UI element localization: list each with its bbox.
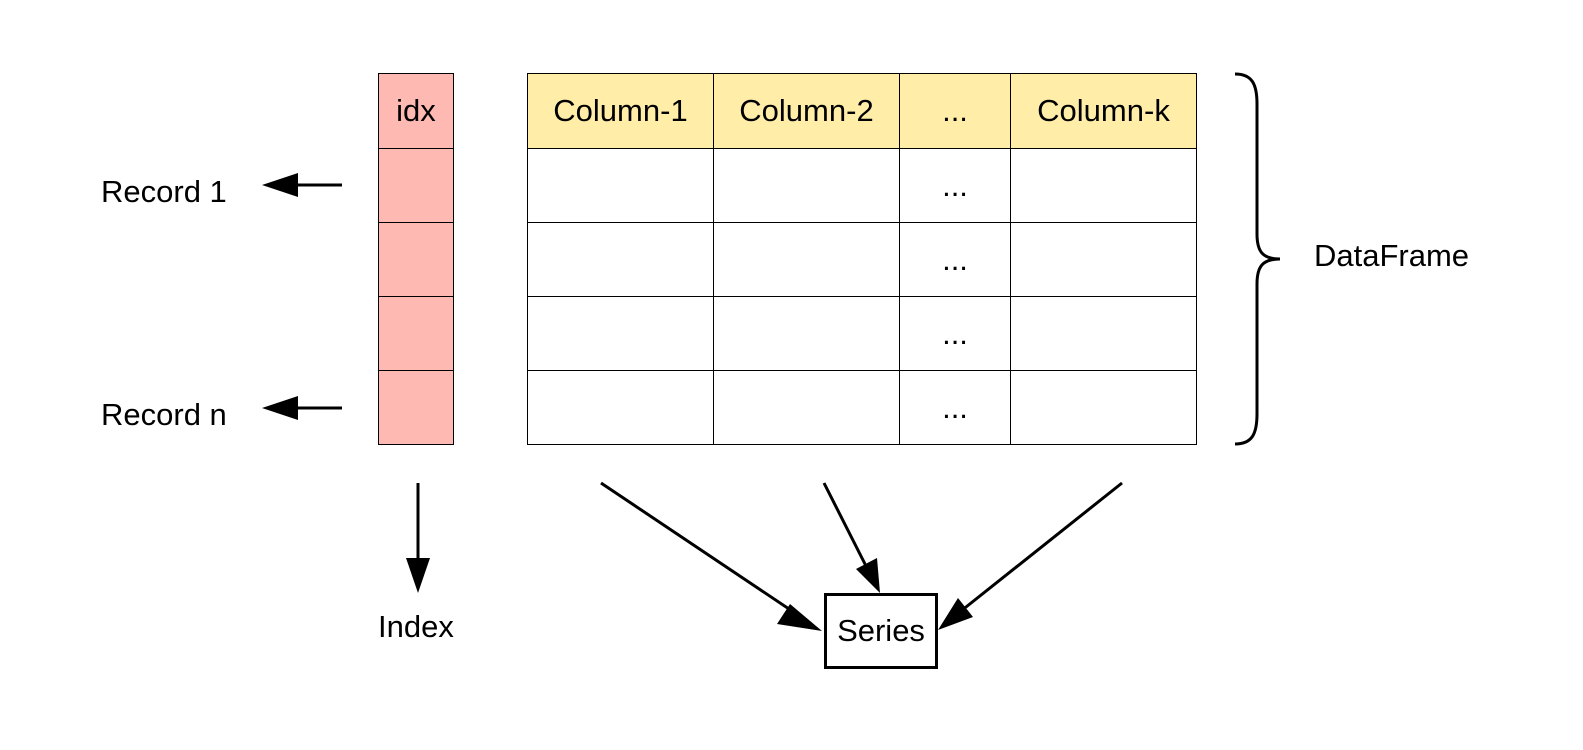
record-first-label: Record 1: [101, 174, 227, 209]
table-cell: [527, 370, 714, 445]
table-cell: [713, 222, 900, 297]
table-cell: [713, 148, 900, 223]
index-label: Index: [378, 609, 454, 644]
table-cell: [713, 296, 900, 371]
index-cell: [378, 296, 454, 371]
column-header: ...: [899, 73, 1011, 149]
column-header: Column-k: [1010, 73, 1197, 149]
table-cell: [1010, 296, 1197, 371]
table-cell: [527, 222, 714, 297]
series-box: Series: [824, 593, 938, 669]
table-cell: ...: [899, 222, 1011, 297]
record-n-arrow: [262, 396, 342, 420]
table-cell: ...: [899, 148, 1011, 223]
table-cell: [713, 370, 900, 445]
record-last-label: Record n: [101, 397, 227, 432]
index-cell: [378, 222, 454, 297]
table-cell: [1010, 370, 1197, 445]
table-cell: [527, 148, 714, 223]
column-1-to-series-arrow: [600, 481, 822, 631]
table-cell: [1010, 222, 1197, 297]
dataframe-brace: [1234, 72, 1281, 446]
series-label: Series: [837, 613, 925, 648]
record-1-arrow: [262, 173, 342, 197]
table-cell: ...: [899, 296, 1011, 371]
table-cell: [527, 296, 714, 371]
column-header: Column-2: [713, 73, 900, 149]
column-2-to-series-arrow: [822, 482, 880, 593]
table-cell: ...: [899, 370, 1011, 445]
index-header-cell: idx: [378, 73, 454, 149]
table-cell: [1010, 148, 1197, 223]
column-header: Column-1: [527, 73, 714, 149]
index-arrow: [406, 483, 430, 593]
index-cell: [378, 370, 454, 445]
column-k-to-series-arrow: [938, 481, 1123, 630]
dataframe-label: DataFrame: [1314, 238, 1470, 273]
index-cell: [378, 148, 454, 223]
